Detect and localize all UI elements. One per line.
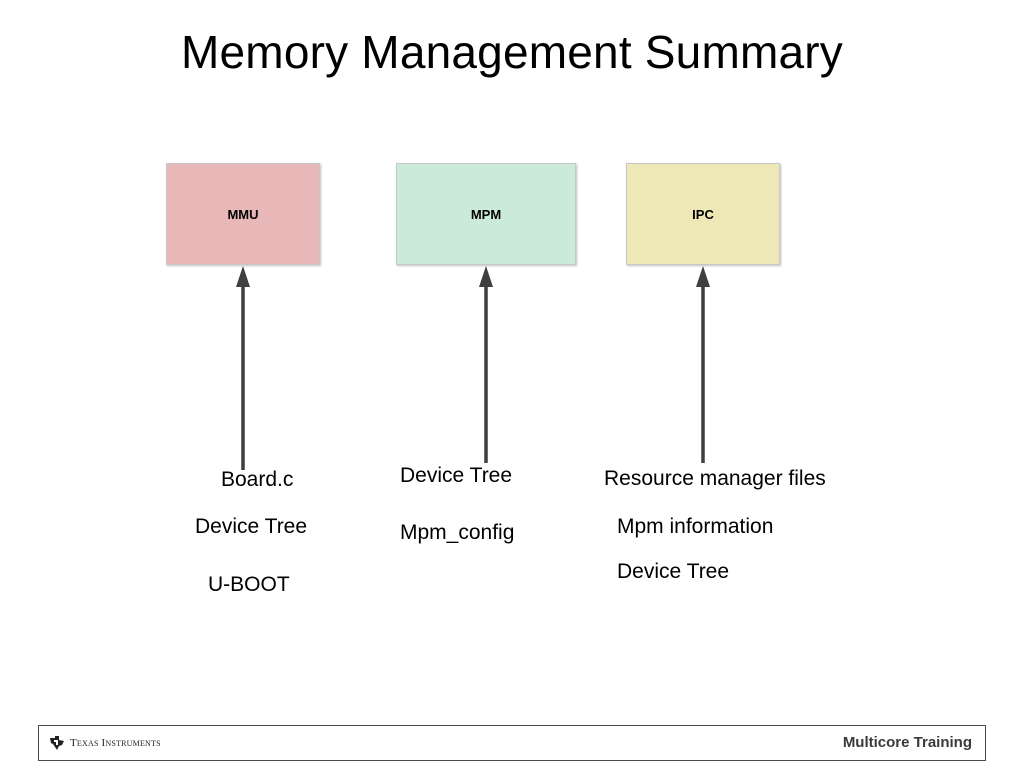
texas-instruments-logo-icon: [50, 736, 64, 750]
mmu-input-device-tree: Device Tree: [195, 515, 308, 538]
page-title: Memory Management Summary: [181, 26, 843, 78]
mmu-arrow-head: [236, 266, 250, 287]
ipc-input-resource-manager-files: Resource manager files: [604, 467, 826, 490]
mpm-input-mpm-config: Mpm_config: [400, 521, 515, 544]
mmu-box-label: MMU: [227, 206, 259, 222]
mpm-arrow-head: [479, 266, 493, 287]
mmu-input-board-c: Board.c: [221, 468, 294, 491]
mpm-box: MPM: [396, 163, 576, 265]
mpm-input-device-tree: Device Tree: [400, 464, 513, 487]
mpm-box-label: MPM: [470, 206, 502, 222]
texas-instruments-logo-text: Texas Instruments: [70, 737, 161, 749]
ipc-input-mpm-information: Mpm information: [617, 515, 774, 538]
ipc-box-label: IPC: [692, 206, 714, 222]
mmu-input-u-boot: U-BOOT: [208, 573, 290, 596]
ipc-input-device-tree: Device Tree: [617, 560, 730, 583]
texas-instruments-logo: Texas Instruments: [49, 735, 161, 751]
footer-bar: Texas Instruments Multicore Training: [38, 725, 986, 761]
ipc-box: IPC: [626, 163, 780, 265]
mmu-box: MMU: [166, 163, 320, 265]
footer-multicore-training: Multicore Training: [842, 734, 972, 751]
ipc-arrow-head: [696, 266, 710, 287]
